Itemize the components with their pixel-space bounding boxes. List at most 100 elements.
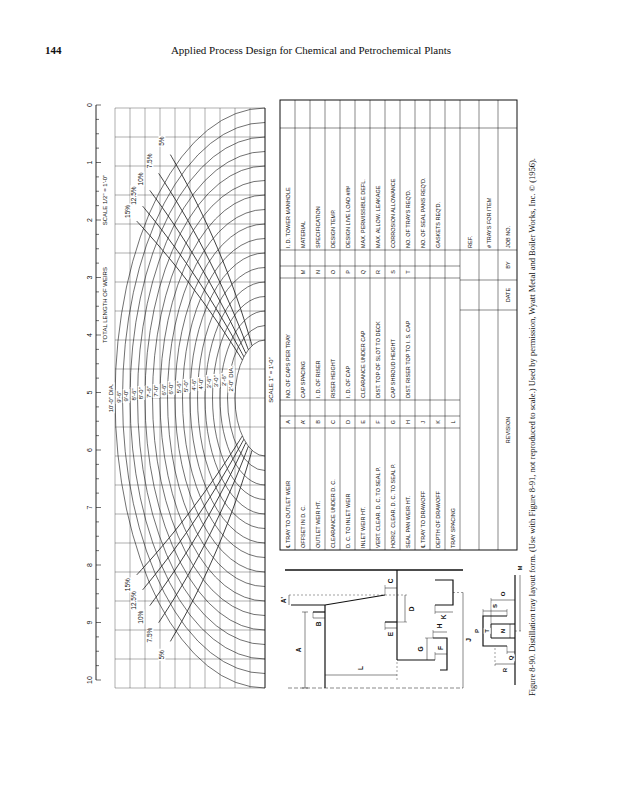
table-rule [460, 310, 517, 311]
table-cell: NO. OF SEAL PANS REQ'D. [419, 178, 425, 248]
bubble-cap [483, 616, 507, 646]
table-letter: G [389, 420, 395, 424]
dimension-letter: A' [280, 596, 287, 604]
table-letter: S [389, 270, 395, 274]
scale-tick [96, 306, 99, 307]
inlet-weir [385, 621, 397, 622]
table-cell: CLEARANCE UNDER D. C. [329, 479, 335, 548]
extension-line [495, 646, 496, 666]
scale-tick [96, 133, 99, 134]
page-number: 144 [45, 44, 62, 56]
scale-tick [96, 680, 101, 681]
diameter-label: 8'-6" [131, 387, 138, 401]
table-cell: SPECIFICATION [314, 206, 320, 248]
dimension-letter: F [437, 645, 444, 651]
table-rule [280, 416, 460, 417]
table-letter: N [314, 270, 320, 274]
extension-line [289, 595, 407, 596]
table-letter: C [329, 420, 335, 424]
diameter-arc [235, 340, 265, 456]
diameter-arc [115, 108, 265, 688]
grid-line [115, 282, 265, 283]
scale-tick [96, 378, 99, 379]
percent-label: 7.5% [147, 627, 154, 644]
diameter-arc [130, 137, 265, 659]
scale-number: 2 [86, 218, 94, 222]
scale-tick [96, 435, 99, 436]
grid-line [115, 630, 265, 631]
diameter-label: 2'-6" [221, 373, 228, 387]
table-cell: I. D. OF CAP [344, 366, 350, 398]
diameter-label: 3'-0" [213, 374, 220, 388]
table-letter: A' [299, 420, 305, 425]
table-cell: BY [504, 261, 510, 268]
dimension-line [507, 652, 515, 653]
scale-tick [96, 335, 101, 336]
table-rule [498, 100, 499, 550]
extension-line [397, 660, 398, 680]
extension-line [435, 605, 436, 614]
grid-line [115, 137, 265, 138]
table-letter: K [434, 420, 440, 424]
table-cell: MATERIAL [299, 221, 305, 248]
dimension-line [435, 612, 453, 613]
dimension-line [510, 624, 511, 638]
table-cell: CAP SPACING [299, 361, 305, 398]
diameter-label: 7'-0" [153, 384, 160, 398]
table-cell: D. C. TO INLET WEIR [344, 494, 350, 548]
grid-line [115, 427, 265, 428]
extension-line [507, 609, 508, 616]
extension-line [515, 631, 522, 632]
dimension-letter: Q [508, 655, 515, 662]
diameter-label: 7'-6" [146, 385, 153, 399]
diameter-label: 6'-6" [161, 383, 168, 397]
table-cell: # TRAYS FOR ITEM [485, 198, 491, 248]
diameter-arc [228, 326, 266, 471]
table-cell: OUTLET WEIR HT. [314, 501, 320, 548]
grid-line [115, 253, 265, 254]
extension-line [397, 622, 407, 623]
percent-curve [150, 190, 246, 353]
tower-wall [285, 569, 463, 570]
table-rule [280, 400, 460, 401]
table-rule [280, 128, 460, 129]
extension-line [425, 638, 433, 639]
table-rule [415, 100, 416, 550]
table-letter: P [344, 270, 350, 274]
table-rule [280, 250, 460, 251]
table-rule [460, 280, 517, 281]
diameter-label: 3'-6" [206, 375, 213, 389]
diameter-arc [220, 311, 265, 485]
diameter-label: 6'-0" [168, 381, 175, 395]
table-frame [280, 100, 517, 550]
table-rule [430, 100, 431, 550]
scale-number: 3 [86, 276, 94, 280]
percent-curve [170, 155, 252, 346]
dimension-letter: S [492, 603, 499, 609]
table-cell: SEAL PAN WEIR HT. [404, 496, 410, 548]
percent-label: 12.5% [130, 185, 137, 205]
dimension-letter: M [517, 565, 524, 572]
grid-line [115, 659, 265, 660]
scale-tick [96, 406, 99, 407]
riser [491, 624, 515, 625]
percent-label: 5% [159, 649, 166, 660]
extension-line [435, 652, 436, 660]
scale-tick [96, 277, 101, 278]
riser [491, 624, 492, 638]
scale-number: 9 [86, 621, 94, 625]
dimension-letter: J [465, 637, 472, 643]
scale-number: 4 [86, 333, 94, 337]
table-cell: DATE [504, 288, 510, 302]
dimension-letter: T [484, 628, 491, 634]
scale-tick [96, 234, 99, 235]
scale-title: TOTAL LENGTH OF WEIRS [102, 266, 109, 344]
percent-label: 15% [124, 577, 131, 592]
dimension-line [289, 595, 290, 605]
tray-deck [514, 575, 515, 685]
table-cell: CAP SHROUD HEIGHT [389, 339, 395, 398]
extension-line [483, 609, 484, 616]
scale-tick [96, 205, 99, 206]
table-rule [340, 100, 341, 550]
scale-tick [96, 478, 99, 479]
